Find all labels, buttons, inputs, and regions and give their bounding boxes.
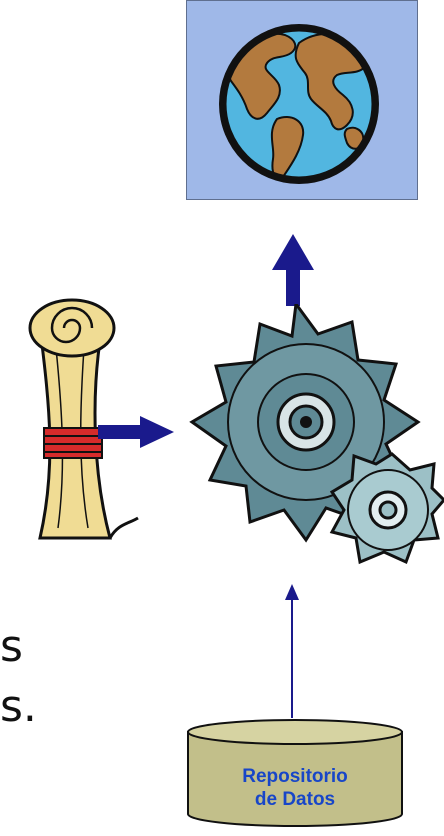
cropped-text-line-2: s. bbox=[0, 685, 37, 729]
data-repository: Repositorio de Datos bbox=[186, 718, 404, 830]
input-arrow bbox=[96, 414, 176, 450]
repository-label-line-2: de Datos bbox=[186, 789, 404, 811]
output-arrow bbox=[270, 232, 316, 308]
globe-image bbox=[186, 0, 418, 200]
gears-icon bbox=[170, 304, 444, 604]
cropped-text-line-1: s bbox=[0, 625, 23, 669]
repository-label-line-1: Repositorio bbox=[186, 766, 404, 788]
data-arrow bbox=[282, 582, 302, 720]
globe-icon bbox=[187, 1, 419, 201]
